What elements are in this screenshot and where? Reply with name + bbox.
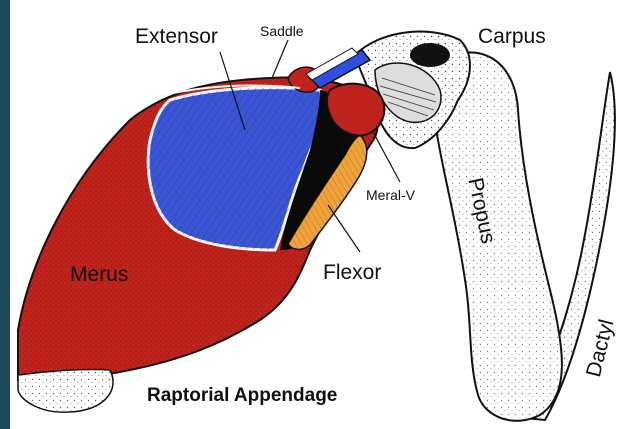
diagram-panel: Extensor Saddle Carpus Meral-V Merus Fle… xyxy=(10,0,638,429)
label-merus: Merus xyxy=(70,264,128,285)
label-carpus: Carpus xyxy=(478,26,546,47)
label-saddle: Saddle xyxy=(260,24,304,38)
saddle-leader xyxy=(272,40,288,78)
merus-base-stipple xyxy=(18,369,113,412)
carpus-joint-dark xyxy=(410,43,450,67)
label-extensor: Extensor xyxy=(135,26,218,47)
raptorial-appendage-illustration xyxy=(10,0,638,429)
label-flexor: Flexor xyxy=(323,262,381,283)
label-meral-v: Meral-V xyxy=(366,188,415,202)
flexor-leader xyxy=(328,205,360,252)
diagram-title: Raptorial Appendage xyxy=(147,386,337,405)
